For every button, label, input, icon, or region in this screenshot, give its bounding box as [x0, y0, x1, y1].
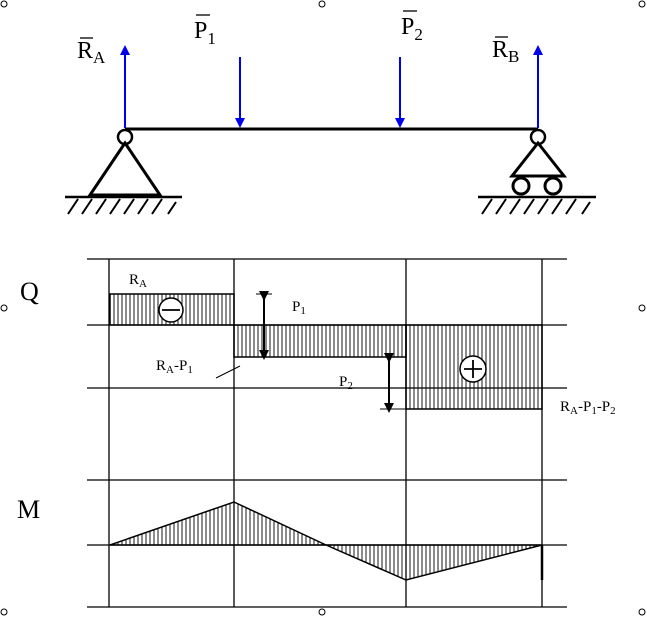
svg-text:P1: P1	[194, 18, 216, 48]
label-ra-minus-p1-p2: RA-P1-P2	[560, 399, 616, 417]
q-axis-label: Q	[20, 277, 39, 306]
label-ra-small: RA	[129, 272, 147, 290]
positive-sign-icon	[459, 355, 487, 383]
label-p1-small: P1	[292, 299, 306, 317]
svg-text:P2: P2	[401, 14, 423, 44]
label-ra: RA	[77, 37, 106, 67]
svg-text:RB: RB	[492, 37, 519, 66]
pin-support-icon	[65, 128, 182, 215]
m-axis-label: M	[17, 495, 40, 524]
q-diagram: Q RA P1 P2 RA-P1 RA-P1-P2	[20, 258, 616, 480]
label-rb: RB	[492, 36, 519, 66]
m-diagram: M	[17, 479, 567, 608]
label-p2: P2	[401, 10, 423, 44]
label-p1: P1	[194, 14, 216, 48]
force-arrows	[120, 45, 543, 128]
q-region-ra-p1	[233, 324, 407, 358]
roller-support-icon	[478, 128, 596, 215]
label-ra-minus-p1: RA-P1	[156, 358, 193, 376]
ground-hatch-icon	[67, 198, 177, 215]
svg-text:RA: RA	[77, 38, 106, 67]
m-region-positive	[109, 501, 327, 546]
label-p2-small: P2	[339, 374, 353, 392]
negative-sign-icon	[158, 297, 184, 323]
m-region-negative	[325, 544, 543, 581]
